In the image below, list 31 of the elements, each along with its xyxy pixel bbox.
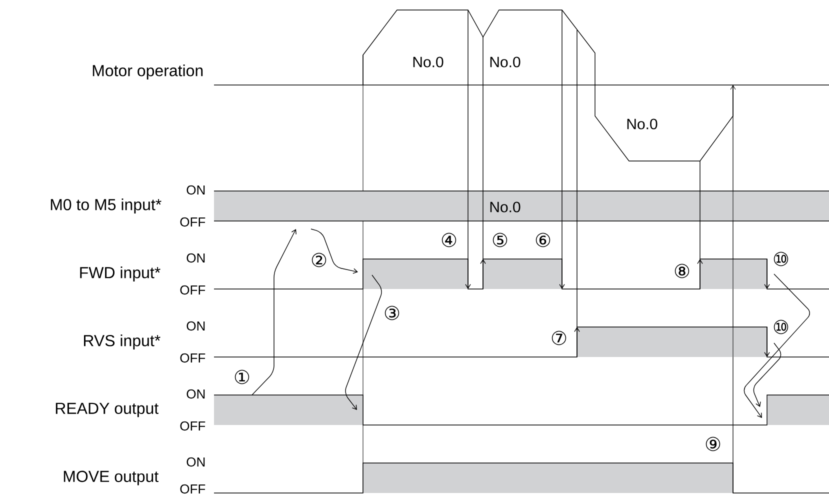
state-label: ON: [186, 185, 205, 195]
state-label: OFF: [180, 285, 206, 295]
state-label: OFF: [180, 484, 206, 494]
state-label: OFF: [180, 353, 206, 363]
step-number: ⑩: [774, 252, 788, 266]
state-label: ON: [186, 253, 205, 263]
profile-label: No.0: [413, 56, 444, 68]
step-number: ⑦: [552, 330, 566, 346]
signal-name: MOVE output: [64, 470, 159, 486]
step-number: ⑥: [536, 232, 550, 248]
signal-name: Motor operation: [92, 64, 203, 80]
step-number: ⑨: [706, 436, 720, 452]
step-number: ④: [442, 232, 456, 248]
step-number: ②: [312, 252, 326, 268]
state-label: OFF: [180, 217, 206, 227]
step-number: ⑧: [674, 264, 690, 278]
state-label: OFF: [180, 421, 206, 431]
signal-name: READY output: [56, 402, 158, 418]
profile-label: No.0: [627, 118, 658, 130]
state-label: ON: [186, 321, 205, 331]
state-label: ON: [186, 457, 205, 467]
state-label: ON: [186, 389, 205, 399]
profile-label: No.0: [490, 202, 520, 212]
step-number: ③: [384, 306, 400, 320]
step-number: ⑩: [774, 320, 788, 334]
profile-label: No.0: [490, 56, 520, 68]
signal-name: RVS input*: [84, 334, 160, 350]
step-number: ①: [234, 370, 250, 384]
signal-name: FWD input*: [80, 266, 160, 282]
signal-name: M0 to M5 input*: [50, 198, 162, 214]
step-number: ⑤: [492, 232, 508, 248]
